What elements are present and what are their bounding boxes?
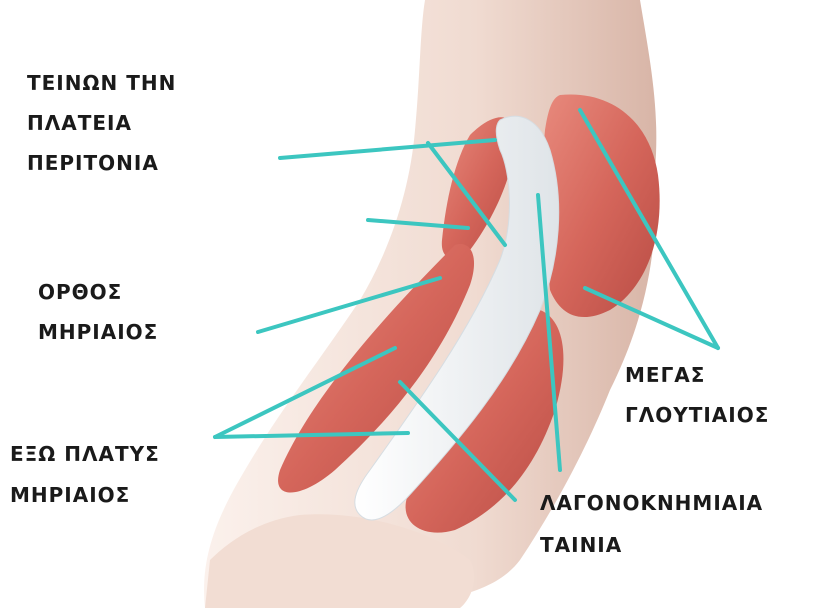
label-iliotibial-band-1: ΛΑΓΟΝΟΚΝΗΜΙΑΙΑ: [540, 493, 763, 513]
label-rectus-femoris-1: ΟΡΘΟΣ: [38, 282, 122, 302]
label-tensor-fasciae-latae-1: ΤΕΙΝΩΝ ΤΗΝ: [27, 73, 176, 93]
label-vastus-lateralis-1: ΕΞΩ ΠΛΑΤΥΣ: [10, 444, 160, 464]
label-gluteus-maximus-1: ΜΕΓΑΣ: [625, 365, 705, 385]
label-tensor-fasciae-latae-3: ΠΕΡΙΤΟΝΙΑ: [27, 153, 159, 173]
label-tensor-fasciae-latae-2: ΠΛΑΤΕΙΑ: [27, 113, 132, 133]
label-vastus-lateralis-2: ΜΗΡΙΑΙΟΣ: [10, 485, 130, 505]
label-rectus-femoris-2: ΜΗΡΙΑΙΟΣ: [38, 322, 158, 342]
label-iliotibial-band-2: ΤΑΙΝΙΑ: [540, 535, 622, 555]
label-gluteus-maximus-2: ΓΛΟΥΤΙΑΙΟΣ: [625, 405, 769, 425]
